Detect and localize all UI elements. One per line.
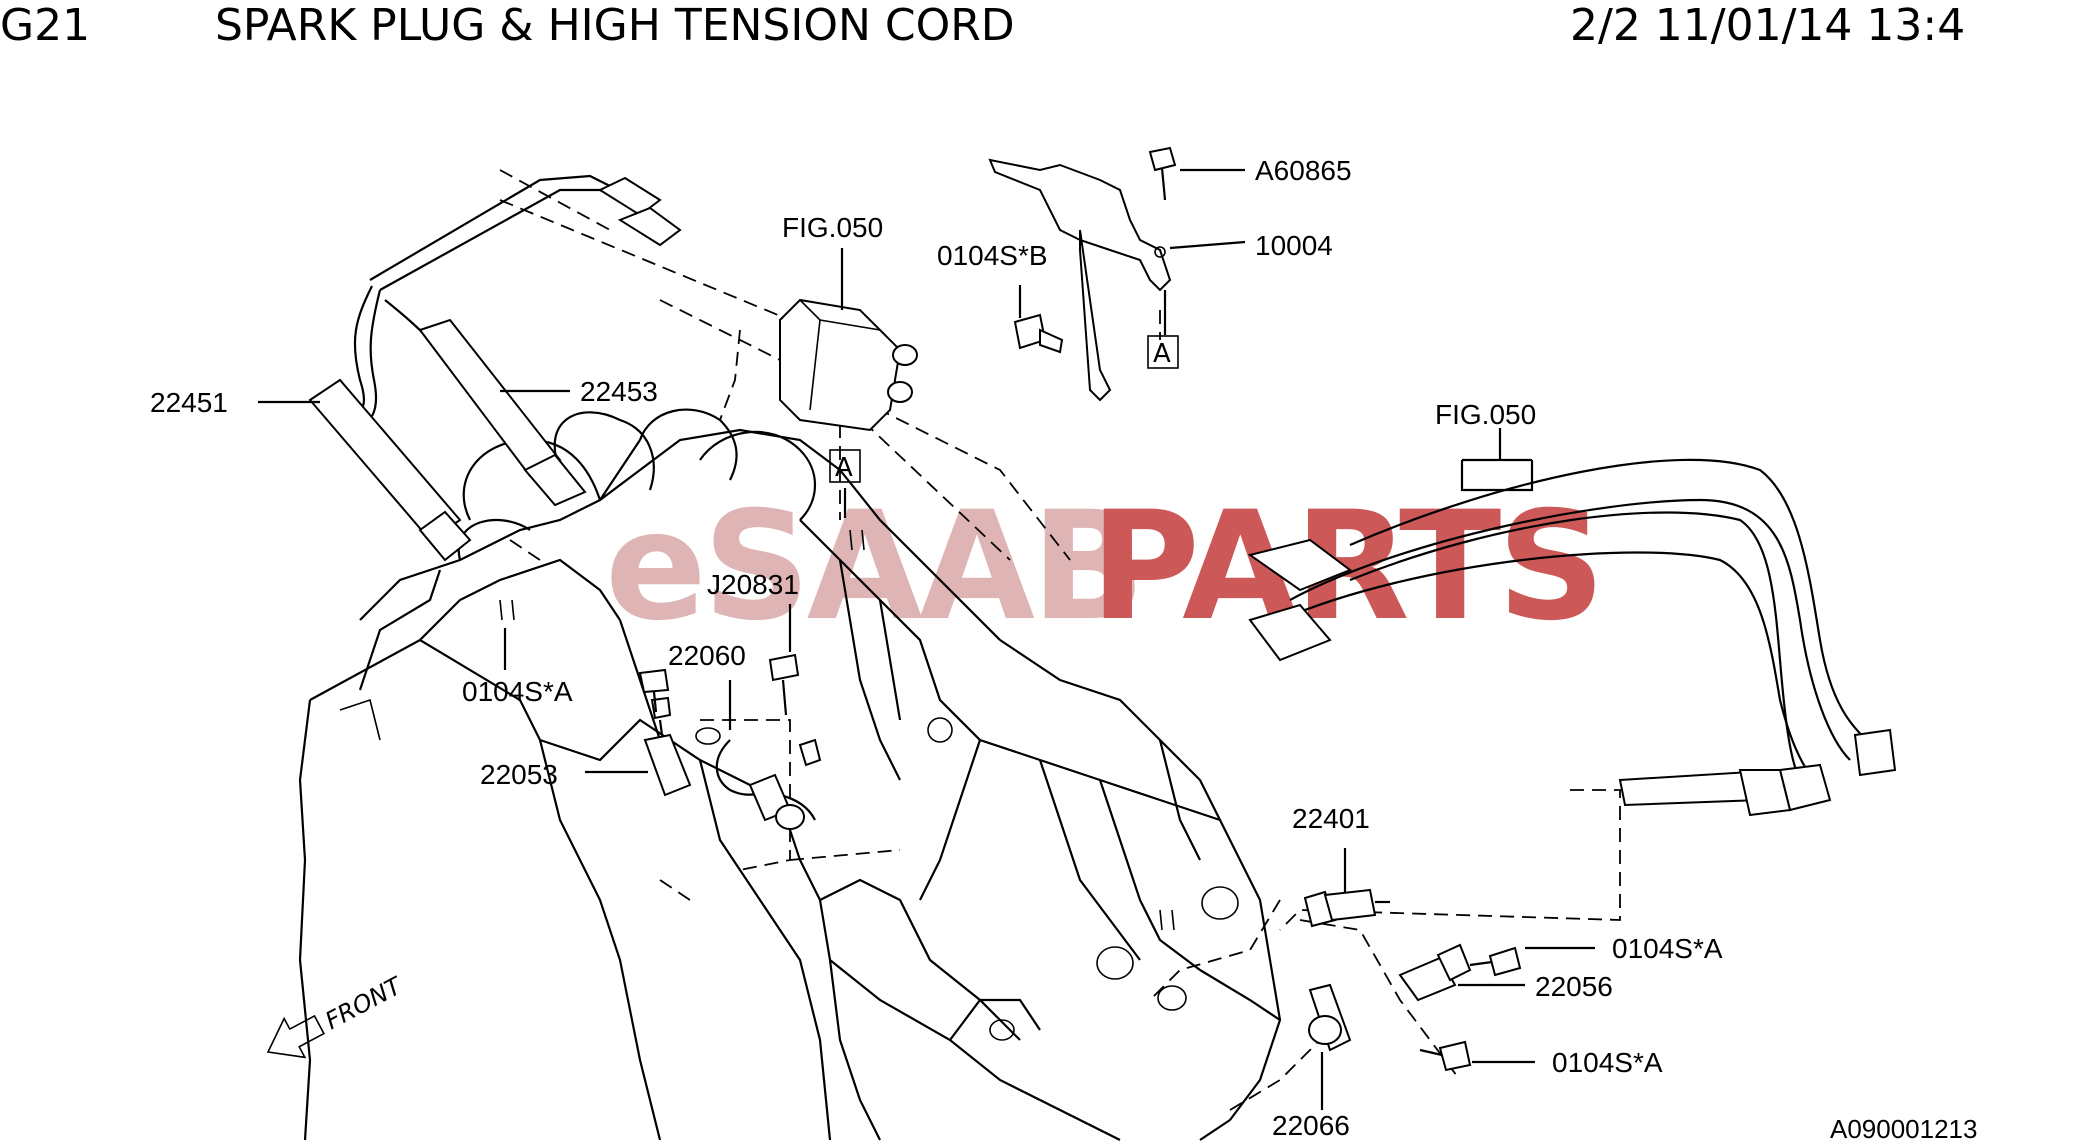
callout-22060: 22060 [668, 640, 746, 671]
callout-fig050-top: FIG.050 [782, 212, 883, 243]
bracket-10004 [988, 158, 1172, 402]
sensor-22056 [1398, 943, 1522, 1002]
bolt-0104sa-bottom [1419, 1040, 1472, 1072]
high-tension-cord-left [308, 174, 682, 562]
sensor-22066 [1308, 983, 1352, 1052]
callout-leaders [258, 168, 1595, 1110]
callout-22401: 22401 [1292, 803, 1370, 834]
ref-box-a-top [1147, 335, 1179, 369]
callout-22066: 22066 [1272, 1110, 1350, 1141]
callout-fig050-right: FIG.050 [1435, 399, 1536, 430]
watermark-parts: PARTS [1090, 480, 1601, 654]
front-direction-marker: FRONT [266, 971, 409, 1059]
callout-22453: 22453 [580, 376, 658, 407]
spark-plug-22401 [1303, 888, 1390, 928]
front-label: FRONT [321, 971, 409, 1035]
callout-22451: 22451 [150, 387, 228, 418]
watermark: eSAAB PARTS [605, 480, 1605, 654]
diagram-title: SPARK PLUG & HIGH TENSION CORD [215, 0, 1015, 51]
page-info: 2/2 11/01/14 13:4 [1570, 0, 1965, 51]
callout-0104sa-left: 0104S*A [462, 676, 573, 707]
callout-j20831: J20831 [707, 569, 799, 600]
high-tension-cord-right [1247, 458, 1897, 817]
bolt-a60865 [1148, 146, 1177, 201]
engine-block-drawing [298, 408, 1282, 1141]
callout-10004: 10004 [1255, 230, 1333, 261]
callout-a60865: A60865 [1255, 155, 1352, 186]
callout-0104sb: 0104S*B [937, 240, 1048, 271]
ref-a-top: A [1153, 339, 1171, 369]
callout-0104sa-right2: 0104S*A [1552, 1047, 1663, 1078]
watermark-esaab: eSAAB [605, 480, 1141, 654]
callout-22056: 22056 [1535, 971, 1613, 1002]
bolt-0104sb [1013, 313, 1064, 354]
diagram-code: A090001213 [1830, 1114, 1977, 1144]
callout-0104sa-right1: 0104S*A [1612, 933, 1723, 964]
section-code: G21 [0, 0, 90, 51]
bolt-0104sa-left [638, 668, 670, 713]
ref-box-a-mid [829, 449, 861, 483]
bolt-j20831 [768, 653, 800, 716]
ref-a-mid: A [835, 453, 853, 483]
knock-sensor-22060 [715, 738, 822, 830]
sensor-22053 [643, 696, 692, 797]
callout-22053: 22053 [480, 759, 558, 790]
ignition-coil [779, 298, 918, 432]
